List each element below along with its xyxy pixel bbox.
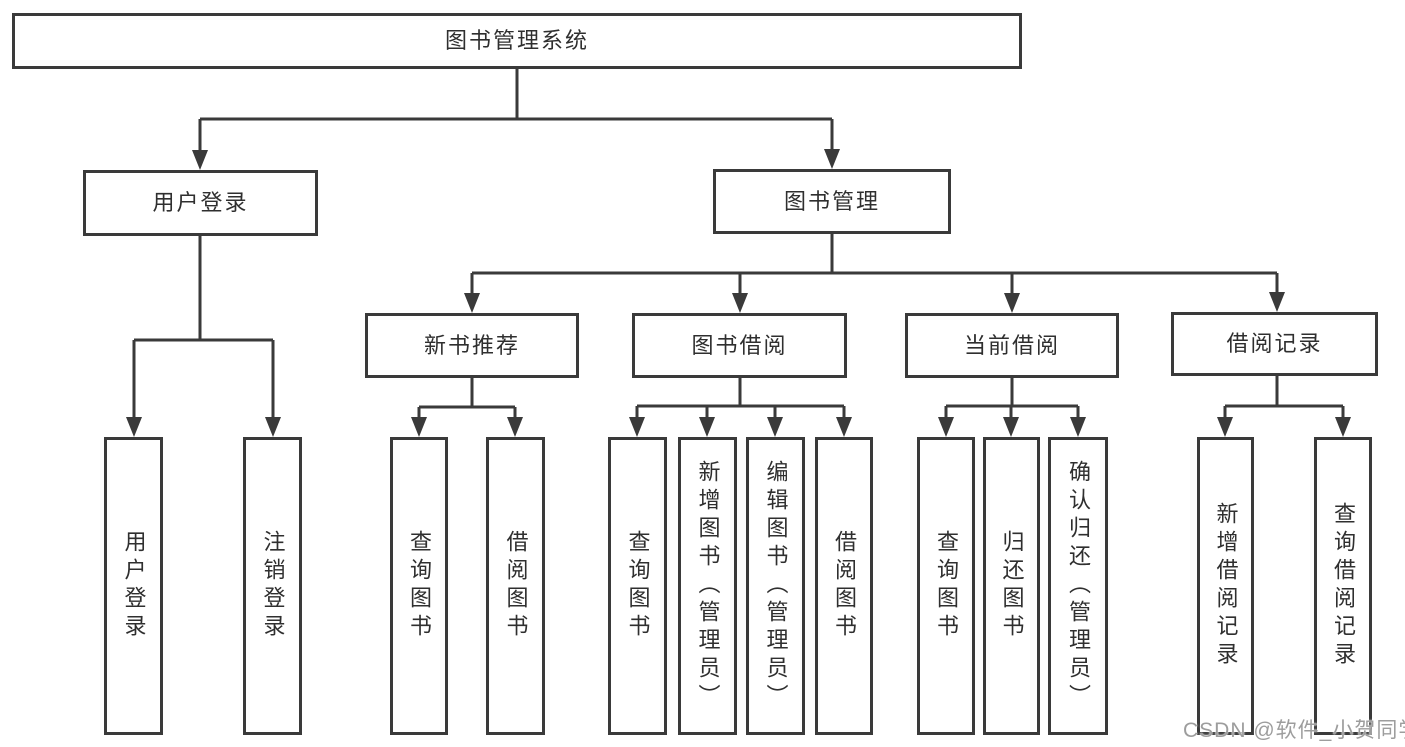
node-query-books-current: 查询图书 [917, 437, 975, 735]
connector-root-to-level2 [198, 68, 834, 152]
node-return-books: 归还图书 [983, 437, 1040, 735]
node-add-borrow-record: 新增借阅记录 [1197, 437, 1254, 735]
node-label: 查询图书 [934, 530, 959, 642]
arrow-down-icon [1269, 292, 1285, 312]
node-book-borrow: 图书借阅 [632, 313, 847, 378]
node-label: 查询图书 [625, 530, 651, 642]
arrow-down-icon [836, 417, 852, 437]
node-label: 用户登录 [121, 530, 147, 642]
arrow-down-icon [464, 293, 480, 313]
connector-book-management-children [470, 233, 1279, 295]
node-label: 图书借阅 [691, 332, 788, 358]
node-query-borrow-record: 查询借阅记录 [1314, 437, 1372, 735]
node-book-management-system: 图书管理系统 [12, 13, 1022, 69]
arrowheads [126, 149, 1351, 437]
arrow-down-icon [1070, 417, 1086, 437]
connector-user-login-children [132, 235, 275, 419]
arrow-down-icon [699, 417, 715, 437]
arrow-down-icon [629, 417, 645, 437]
node-borrow-books: 借阅图书 [815, 437, 873, 735]
node-confirm-return-admin: 确认归还（管理员） [1048, 437, 1108, 735]
connector-current-borrow-children [944, 377, 1080, 419]
arrow-down-icon [732, 293, 748, 313]
arrow-down-icon [1003, 417, 1019, 437]
node-label: 用户登录 [152, 190, 249, 215]
node-new-book-recommend: 新书推荐 [365, 313, 579, 378]
node-label: 编辑图书（管理员） [763, 460, 789, 712]
node-label: 确认归还（管理员） [1066, 460, 1091, 712]
node-borrow-books-recommend: 借阅图书 [486, 437, 545, 735]
node-label: 新书推荐 [423, 332, 520, 358]
connector-borrow-records-children [1223, 375, 1345, 419]
connector-book-borrow-children [635, 377, 846, 419]
node-label: 借阅图书 [503, 530, 529, 642]
node-leaf-logout: 注销登录 [243, 437, 302, 735]
node-edit-books-admin: 编辑图书（管理员） [746, 437, 805, 735]
arrow-down-icon [265, 417, 281, 437]
node-book-management: 图书管理 [713, 169, 951, 234]
node-label: 图书管理系统 [444, 28, 589, 53]
arrow-down-icon [507, 417, 523, 437]
node-query-books-borrow: 查询图书 [608, 437, 667, 735]
arrow-down-icon [938, 417, 954, 437]
node-add-books-admin: 新增图书（管理员） [678, 437, 737, 735]
arrow-down-icon [192, 150, 208, 170]
node-borrow-records: 借阅记录 [1171, 312, 1378, 376]
node-label: 图书管理 [783, 188, 880, 214]
node-label: 查询图书 [407, 530, 432, 642]
node-leaf-user-login: 用户登录 [104, 437, 163, 735]
arrow-down-icon [411, 417, 427, 437]
node-label: 借阅记录 [1226, 331, 1323, 356]
connector-new-book-recommend-children [417, 377, 517, 419]
arrow-down-icon [1004, 293, 1020, 313]
node-label: 当前借阅 [963, 332, 1060, 358]
node-label: 查询借阅记录 [1331, 502, 1356, 670]
node-user-login: 用户登录 [83, 170, 318, 236]
arrow-down-icon [1335, 417, 1351, 437]
node-current-borrow: 当前借阅 [905, 313, 1119, 378]
arrow-down-icon [767, 417, 783, 437]
node-label: 注销登录 [260, 530, 286, 642]
node-label: 归还图书 [999, 530, 1025, 642]
arrow-down-icon [824, 149, 840, 169]
arrow-down-icon [1217, 417, 1233, 437]
node-label: 新增借阅记录 [1213, 502, 1239, 670]
node-label: 新增图书（管理员） [695, 460, 721, 712]
node-query-books-recommend: 查询图书 [390, 437, 448, 735]
node-label: 借阅图书 [832, 530, 857, 642]
arrow-down-icon [126, 417, 142, 437]
csdn-watermark: CSDN @软件_小贺同学 [1183, 719, 1405, 742]
